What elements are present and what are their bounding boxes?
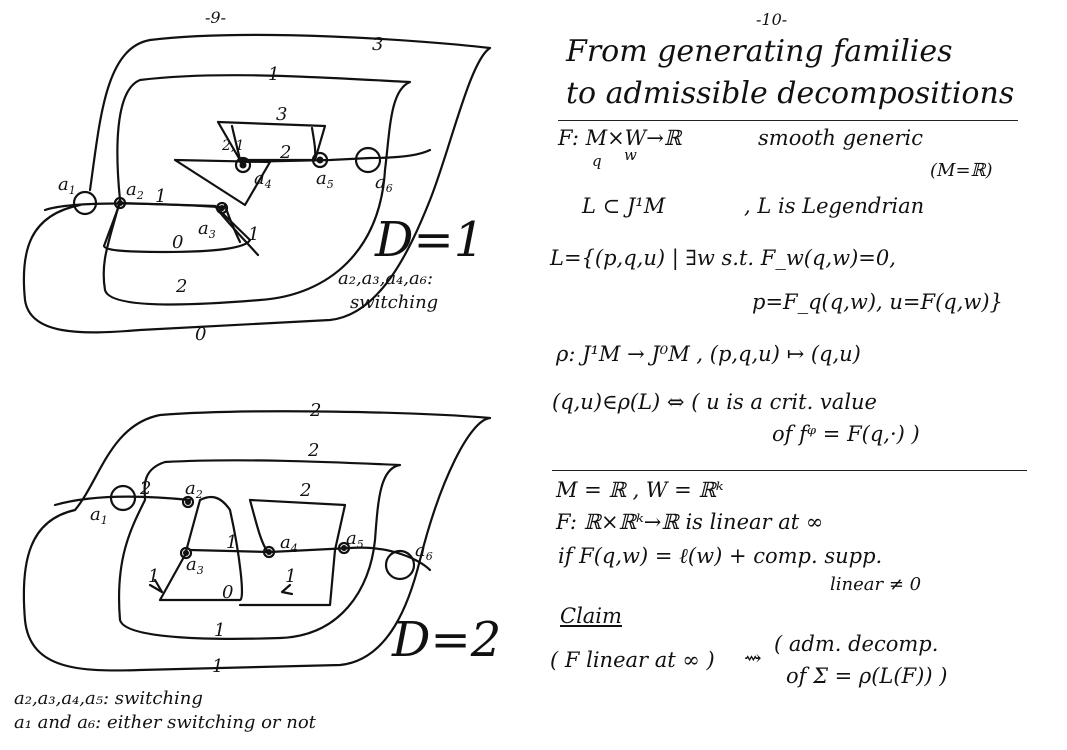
notes-crit-line1: (q,u)∈ρ(L) ⇔ ( u is a crit. value <box>552 390 877 414</box>
notes-l-set-line1: L={(p,q,u) | ∃w s.t. F_w(q,w)=0, <box>550 246 896 270</box>
notes-l-def: L ⊂ J¹M <box>582 194 666 218</box>
bottom-outer-sheet <box>22 410 492 672</box>
top-label-3-outer: 3 <box>372 34 383 55</box>
top-middle-sheet <box>102 74 412 306</box>
top-point-a3 <box>215 201 229 215</box>
notes-title-line1: From generating families <box>566 34 953 69</box>
bottom-point-a1 <box>109 484 137 512</box>
bottom-label-0: 0 <box>222 582 233 603</box>
notes-linear-line3: linear ≠ 0 <box>830 574 922 595</box>
notes-l-legendrian: , L is Legendrian <box>744 194 925 218</box>
top-a1: a1 <box>58 174 76 197</box>
notes-m-eq: (M=ℝ) <box>930 160 993 181</box>
top-label-2: 2 <box>279 142 291 163</box>
top-point-a4 <box>234 156 252 174</box>
bottom-middle-sheet <box>117 459 402 640</box>
top-label-0-inner: 0 <box>172 232 183 253</box>
notes-title-line2: to admissible decompositions <box>566 76 1015 111</box>
drawing-canvas: 3 1 3 2 1 0 1 2 0 2,1 a1 a2 a3 a4 a5 a6 … <box>22 33 492 677</box>
notes-claim-arrow: ⇝ <box>744 646 762 670</box>
top-label-2-lower: 2 <box>175 276 187 297</box>
bottom-a2: a2 <box>185 478 203 501</box>
bottom-arrow-label-right: 1 <box>285 566 296 587</box>
notes-l-set-line2: p=F_q(q,w), u=F(q,w)} <box>752 290 1003 314</box>
bottom-a3: a3 <box>186 554 204 577</box>
top-outer-sheet <box>22 33 492 334</box>
top-degree: D=1 <box>375 212 485 268</box>
bottom-label-1-outer: 1 <box>212 656 223 677</box>
top-note-line1: a₂,a₃,a₄,a₆: <box>338 268 434 289</box>
bottom-point-a6 <box>384 549 416 581</box>
top-label-1: 1 <box>155 186 166 207</box>
notes-claim-right-line1: ( adm. decomp. <box>774 632 939 656</box>
top-a3: a3 <box>198 218 216 241</box>
notes-claim-left: ( F linear at ∞ ) <box>550 648 715 672</box>
bottom-a5: a5 <box>346 528 364 551</box>
top-inner-triangle <box>173 158 272 207</box>
page-number-right: -10- <box>756 10 788 29</box>
bottom-a4: a4 <box>280 532 298 555</box>
bottom-arrow-label-left: 1 <box>148 566 159 587</box>
notes-f-w: w <box>624 146 637 164</box>
divider-middle <box>552 470 1027 471</box>
notes-mw: M = ℝ , W = ℝᵏ <box>556 478 724 502</box>
top-point-a6 <box>354 146 382 174</box>
top-a2: a2 <box>126 179 144 202</box>
bottom-inner-left <box>158 495 244 602</box>
bottom-label-1-mid: 1 <box>226 532 237 553</box>
bottom-point-a5 <box>337 541 351 555</box>
top-a4: a4 <box>254 168 272 191</box>
top-label-3-inner: 3 <box>276 104 287 125</box>
notes-f-q: q <box>592 152 602 170</box>
notes-claim: Claim <box>560 604 622 628</box>
top-a6: a6 <box>375 172 393 195</box>
bottom-label-2-right: 2 <box>299 480 311 501</box>
top-point-a2 <box>113 196 127 210</box>
bottom-note-line2: a₁ and a₆: either switching or not <box>14 712 316 733</box>
bottom-a6: a6 <box>415 540 433 563</box>
top-point-a1 <box>72 190 98 216</box>
notes-linear-line1: F: ℝ×ℝᵏ→ℝ is linear at ∞ <box>556 510 824 534</box>
notes-f-def: F: M×W→ℝ <box>558 126 682 150</box>
bottom-point-a2 <box>181 495 195 509</box>
top-note-line2: switching <box>350 292 439 313</box>
bottom-degree: D=2 <box>392 612 502 668</box>
notes-rho-map: ρ: J¹M → J⁰M , (p,q,u) ↦ (q,u) <box>556 342 861 366</box>
notes-linear-line2: if F(q,w) = ℓ(w) + comp. supp. <box>558 544 883 568</box>
top-label-1-middle: 1 <box>268 64 279 85</box>
top-label-1t: 1 <box>248 224 259 245</box>
top-inner-sheet <box>102 201 252 254</box>
bottom-label-2-left: 2 <box>139 478 151 499</box>
page-number-left: -9- <box>205 8 226 27</box>
notes-f-props: smooth generic <box>758 126 923 150</box>
top-label-0-outer: 0 <box>195 324 206 345</box>
top-a5: a5 <box>316 168 334 191</box>
notes-claim-right-line2: of Σ = ρ(L(F)) ) <box>786 664 948 688</box>
bottom-point-a3 <box>179 546 193 560</box>
bottom-inner-right <box>238 498 347 607</box>
top-point-a5 <box>311 151 329 169</box>
bottom-note-line1: a₂,a₃,a₄,a₅: switching <box>14 688 203 709</box>
bottom-label-2-middle: 2 <box>307 440 319 461</box>
bottom-point-a4 <box>262 545 276 559</box>
notes-crit-line2: of fᵠ = F(q,·) ) <box>772 422 920 446</box>
bottom-a1: a1 <box>90 504 108 527</box>
bottom-label-1-low: 1 <box>214 620 225 641</box>
bottom-label-2-outer: 2 <box>309 400 321 421</box>
divider-top <box>558 120 1018 121</box>
top-label-21: 2,1 <box>221 138 244 154</box>
